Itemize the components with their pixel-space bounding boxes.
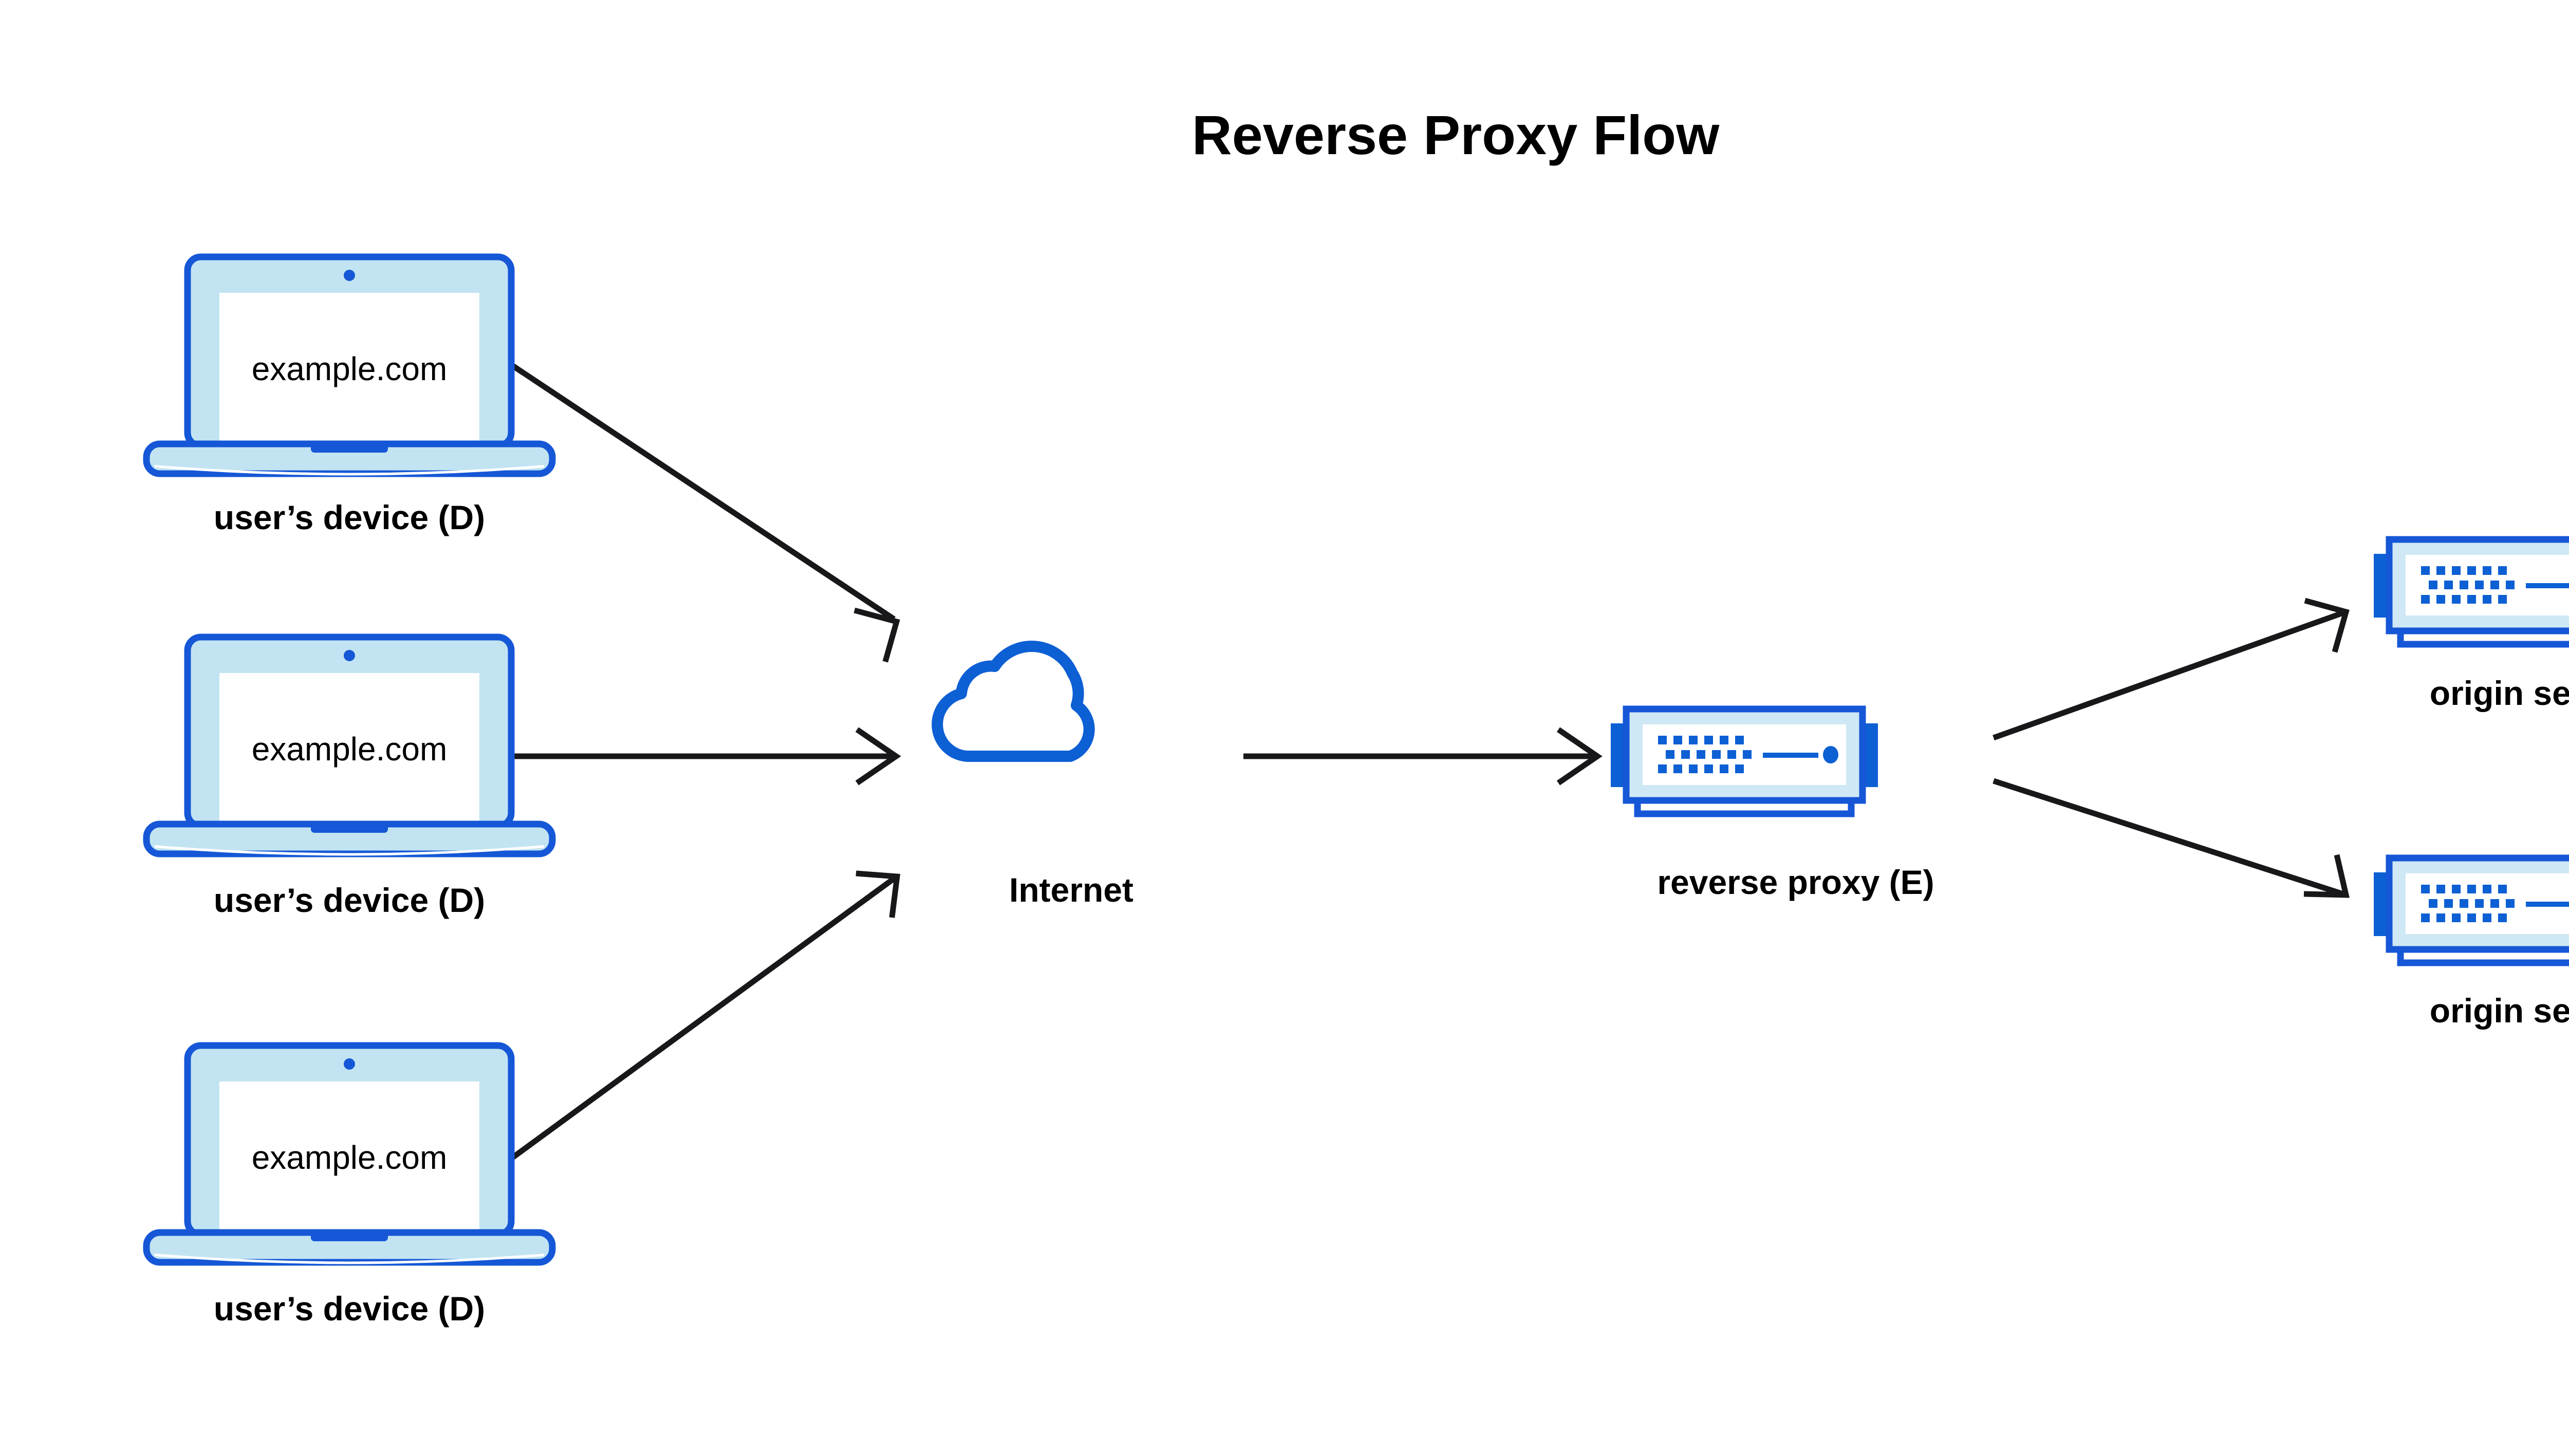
node-label-device-middle: user’s device (D): [214, 881, 485, 919]
cloud-icon: [937, 646, 1089, 756]
node-device-top[interactable]: example.com user’s device (D): [146, 257, 552, 536]
edge-reverse-proxy-to-origin-bottom: [1993, 778, 2350, 898]
edge-internet-to-reverse-proxy: [1243, 727, 1603, 786]
node-origin-top[interactable]: origin server (F): [2374, 539, 2569, 712]
screen-url-text: example.com: [252, 731, 448, 768]
node-reverse-proxy[interactable]: reverse proxy (E): [1611, 709, 1934, 901]
edge-reverse-proxy-to-origin-top: [1993, 598, 2350, 741]
node-label-device-top: user’s device (D): [214, 498, 485, 536]
node-label-internet: Internet: [1009, 871, 1133, 909]
screen-url-text: example.com: [252, 350, 448, 387]
node-label-origin-top: origin server (F): [2430, 674, 2569, 712]
edge-device-top-to-internet: [509, 362, 900, 663]
node-label-reverse-proxy: reverse proxy (E): [1657, 863, 1934, 901]
server-icon: [1611, 709, 1878, 814]
page-title: Reverse Proxy Flow: [1192, 104, 1720, 166]
server-icon: [2374, 858, 2569, 963]
node-label-origin-bottom: origin server (F): [2430, 992, 2569, 1030]
node-device-bottom[interactable]: example.com user’s device (D): [146, 1046, 552, 1328]
node-internet[interactable]: Internet: [937, 646, 1133, 909]
screen-url-text: example.com: [252, 1139, 448, 1176]
node-label-device-bottom: user’s device (D): [214, 1290, 485, 1328]
node-device-middle[interactable]: example.com user’s device (D): [146, 637, 552, 919]
edge-device-middle-to-internet: [509, 727, 901, 786]
server-icon: [2374, 539, 2569, 644]
node-origin-bottom[interactable]: origin server (F): [2374, 858, 2569, 1030]
edge-device-bottom-to-internet: [509, 870, 901, 1161]
